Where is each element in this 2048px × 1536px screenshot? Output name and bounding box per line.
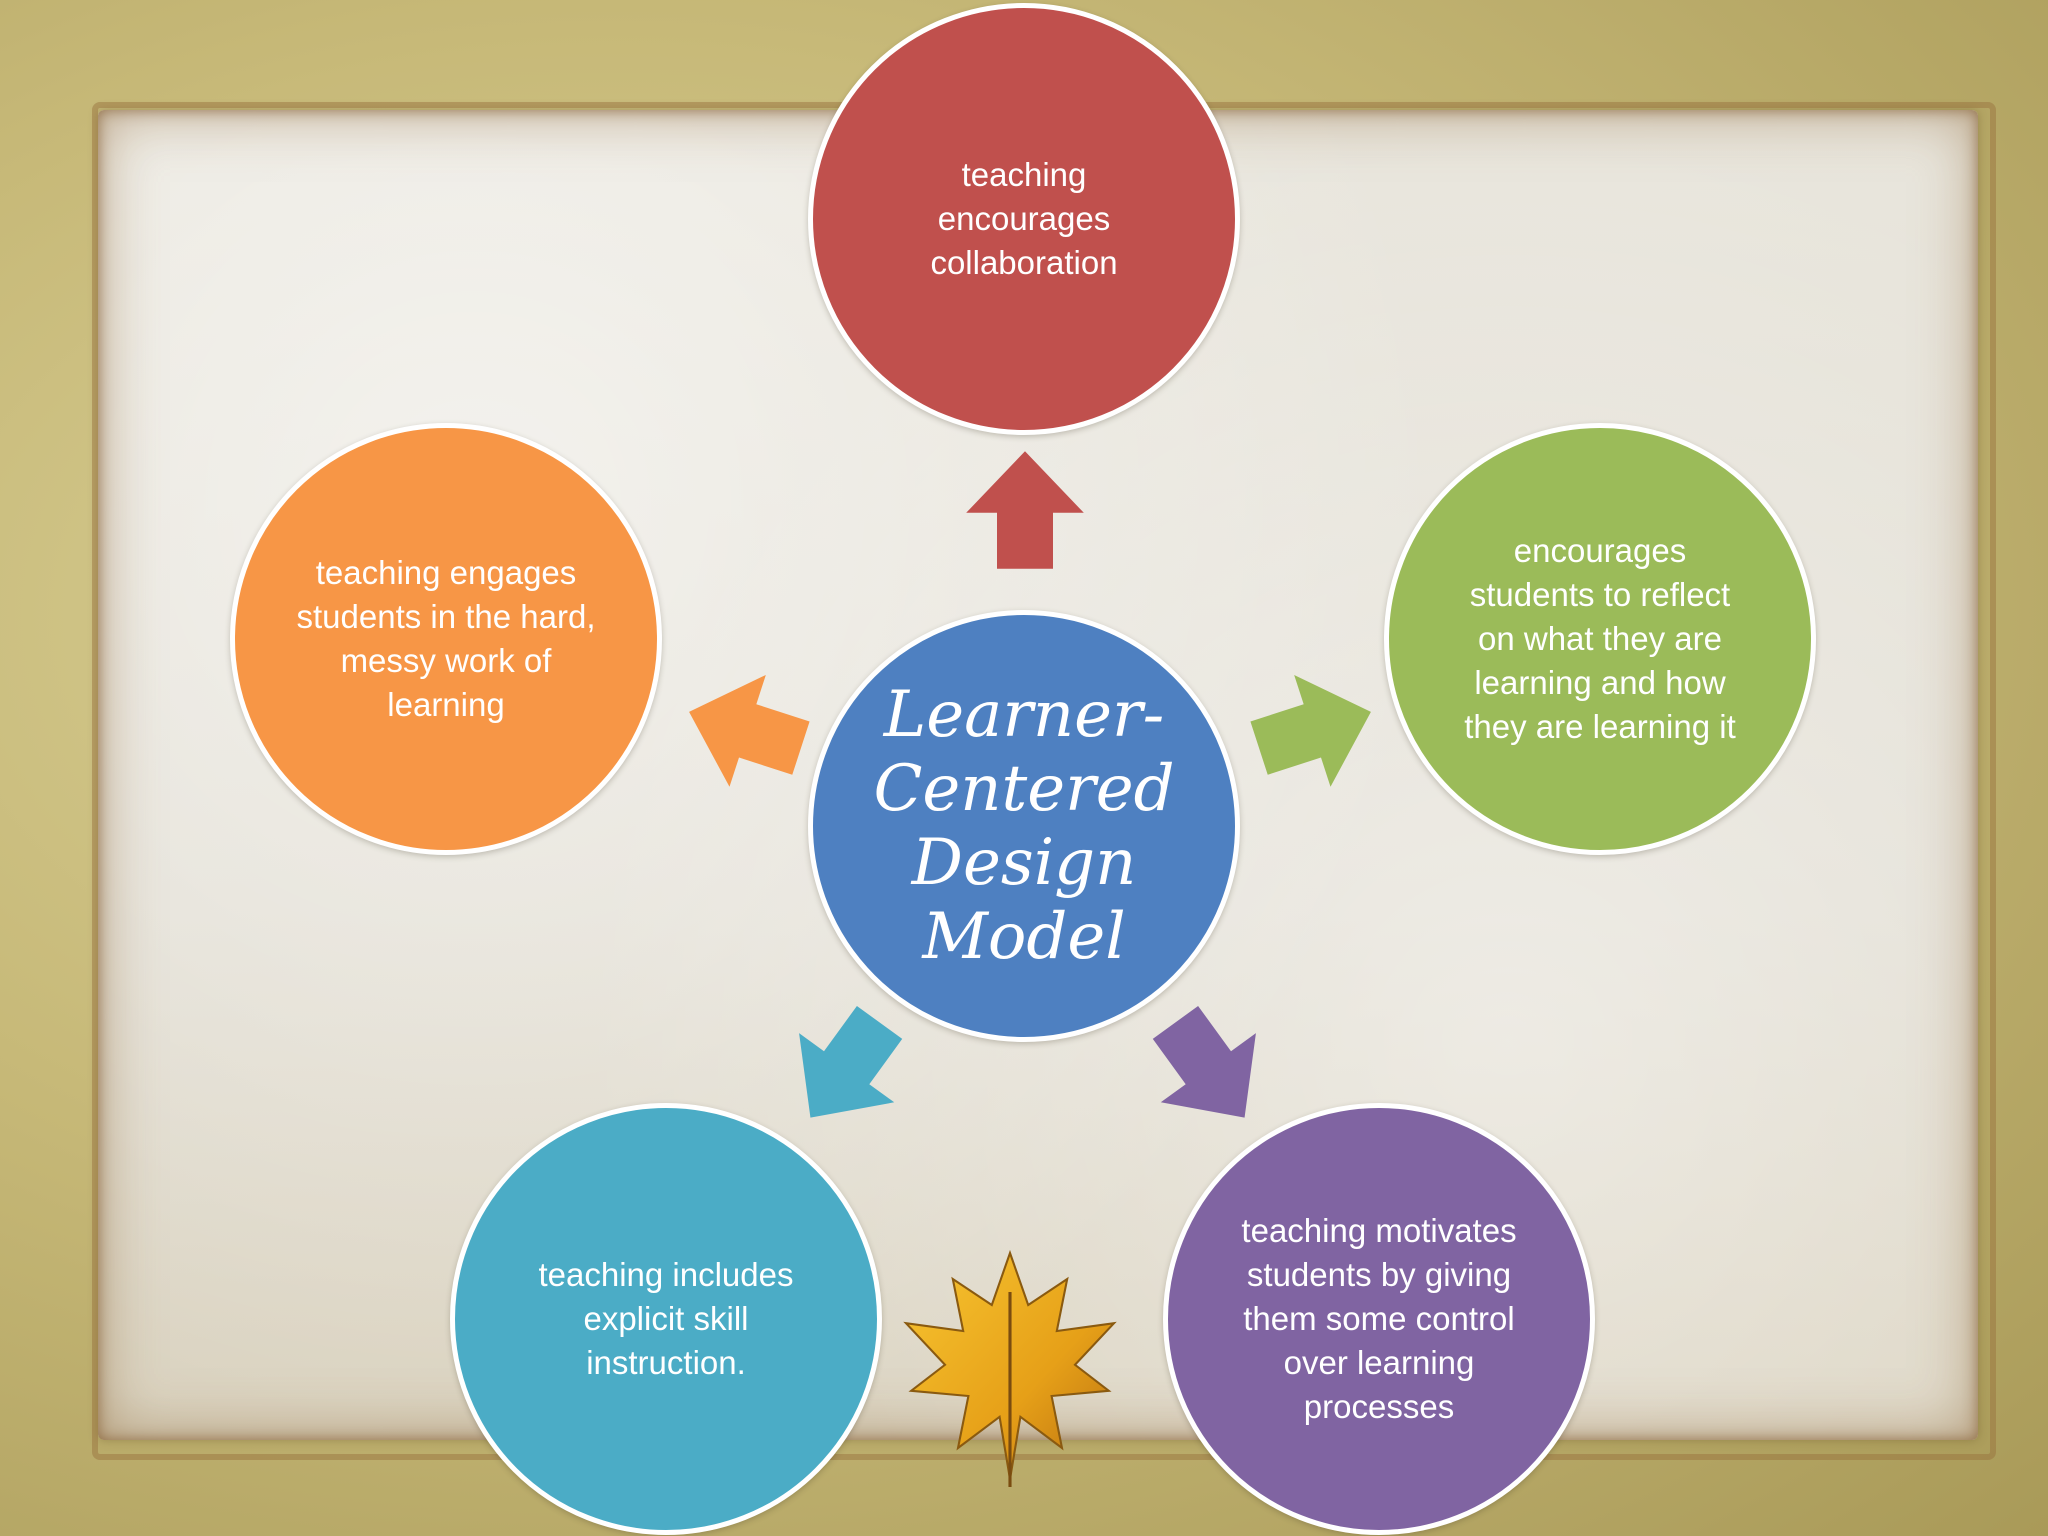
node-top-label: teaching encourages collaboration	[930, 156, 1118, 281]
node-right: encourages students to reflect on what t…	[1384, 423, 1816, 855]
arrow-icon-top	[955, 440, 1095, 580]
maple-leaf-icon	[880, 1240, 1140, 1500]
node-left-label: teaching engages students in the hard, m…	[296, 554, 596, 723]
node-top: teaching encourages collaboration	[808, 3, 1240, 435]
arrow-icon-left	[675, 660, 815, 800]
node-bottom-left: teaching includes explicit skill instruc…	[450, 1103, 882, 1535]
arrow-icon-bottom-right	[1140, 1000, 1280, 1140]
node-bottom-right-label: teaching motivates students by giving th…	[1241, 1212, 1517, 1425]
node-bottom-right: teaching motivates students by giving th…	[1163, 1103, 1595, 1535]
arrow-icon-right	[1245, 660, 1385, 800]
node-center: Learner-Centered Design Model	[808, 610, 1240, 1042]
node-bottom-left-label: teaching includes explicit skill instruc…	[538, 1256, 794, 1381]
arrow-icon-bottom-left	[775, 1000, 915, 1140]
node-left: teaching engages students in the hard, m…	[230, 423, 662, 855]
center-title: Learner-Centered Design Model	[873, 678, 1175, 974]
node-right-label: encourages students to reflect on what t…	[1464, 532, 1736, 745]
